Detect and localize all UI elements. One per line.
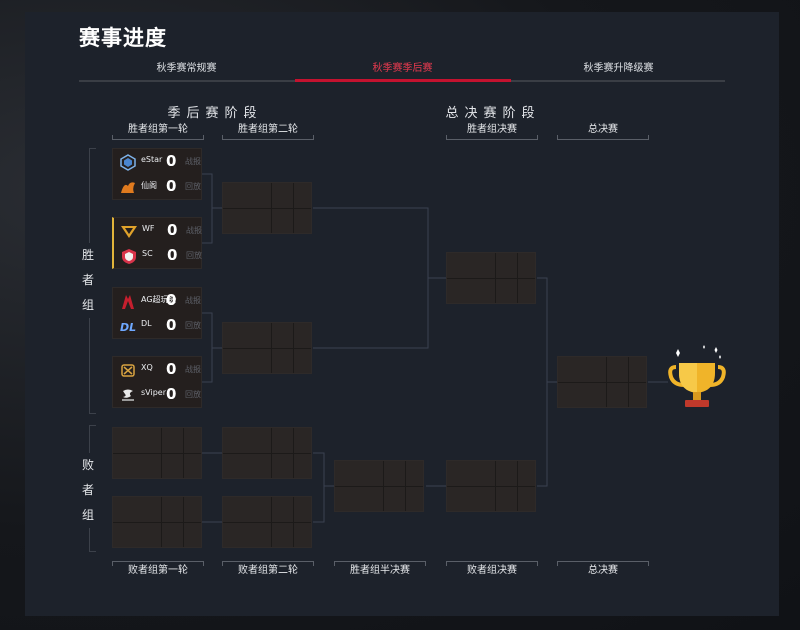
sviper-logo bbox=[122, 389, 134, 401]
col-header-grand-final-top: 总决赛 bbox=[557, 123, 649, 140]
team-score: 0 bbox=[166, 291, 177, 309]
match-slot-losers-final[interactable] bbox=[446, 460, 536, 512]
group-label-winners-text: 胜者组 bbox=[81, 248, 94, 312]
match-card-4[interactable]: XQ 0 战报 sViper 0 回放 bbox=[112, 356, 202, 408]
team-name: eStar bbox=[141, 155, 163, 164]
report-link[interactable]: 战报 bbox=[185, 296, 201, 305]
team-row: eStar 0 战报 bbox=[113, 150, 203, 175]
team-row: SC 0 回放 bbox=[114, 244, 204, 269]
col-header-winners-semi: 胜者组半决赛 bbox=[334, 561, 426, 578]
team-row: DL DL 0 回放 bbox=[113, 314, 203, 339]
replay-link[interactable]: 回放 bbox=[185, 390, 201, 399]
team-name: WF bbox=[142, 224, 155, 233]
team-row: sViper 0 回放 bbox=[113, 383, 203, 408]
tab-regular-season[interactable]: 秋季赛常规赛 bbox=[156, 63, 217, 74]
replay-link[interactable]: 回放 bbox=[186, 251, 202, 260]
match-slot-winners-r2-2[interactable] bbox=[222, 322, 312, 374]
match-slot-winners-final[interactable] bbox=[446, 252, 536, 304]
connector-w3 bbox=[313, 207, 446, 349]
col-header-losers-final: 败者组决赛 bbox=[446, 561, 538, 578]
connector-l2 bbox=[313, 452, 334, 523]
team-score: 0 bbox=[166, 152, 177, 170]
tab-promotion[interactable]: 秋季赛升降级赛 bbox=[583, 63, 654, 74]
report-link[interactable]: 战报 bbox=[185, 365, 201, 374]
wf-logo bbox=[121, 226, 137, 238]
team-name: SC bbox=[142, 249, 153, 258]
connector-final bbox=[537, 277, 557, 487]
trophy-icon bbox=[668, 345, 726, 407]
xiange-logo bbox=[121, 182, 135, 193]
team-score: 0 bbox=[166, 316, 177, 334]
col-header-grand-final-bottom: 总决赛 bbox=[557, 561, 649, 578]
report-link[interactable]: 战报 bbox=[186, 226, 202, 235]
ag-logo bbox=[122, 295, 134, 309]
team-score: 0 bbox=[167, 221, 178, 239]
team-row: 仙阁 0 回放 bbox=[113, 175, 203, 200]
col-header-winners-r1: 胜者组第一轮 bbox=[112, 123, 204, 140]
replay-link[interactable]: 回放 bbox=[185, 182, 201, 191]
col-header-winners-r2: 胜者组第二轮 bbox=[222, 123, 314, 140]
group-label-losers: 败者组 bbox=[81, 453, 95, 528]
team-row: WF 0 战报 bbox=[114, 219, 204, 244]
team-name: AG超玩会 bbox=[141, 295, 177, 304]
match-card-3[interactable]: AG超玩会 0 战报 DL DL 0 回放 bbox=[112, 287, 202, 339]
match-card-2[interactable]: WF 0 战报 SC 0 回放 bbox=[112, 217, 202, 269]
connector-l1 bbox=[202, 452, 222, 523]
team-name: DL bbox=[141, 319, 152, 328]
tab-playoffs[interactable]: 秋季赛季后赛 bbox=[372, 63, 433, 74]
match-slot-losers-r1-2[interactable] bbox=[112, 496, 202, 548]
col-header-losers-r2: 败者组第二轮 bbox=[222, 561, 314, 578]
svg-text:DL: DL bbox=[120, 321, 136, 334]
col-header-winners-final: 胜者组决赛 bbox=[446, 123, 538, 140]
group-label-winners: 胜者组 bbox=[81, 243, 95, 318]
match-slot-losers-r2-2[interactable] bbox=[222, 496, 312, 548]
match-slot-winners-semi[interactable] bbox=[334, 460, 424, 512]
team-row: AG超玩会 0 战报 bbox=[113, 289, 203, 314]
team-name: XQ bbox=[141, 363, 153, 372]
estar-logo bbox=[120, 154, 136, 171]
team-score: 0 bbox=[166, 360, 177, 378]
match-slot-losers-r2-1[interactable] bbox=[222, 427, 312, 479]
tab-active-indicator bbox=[295, 79, 511, 82]
page-title: 赛事进度 bbox=[79, 26, 167, 50]
dl-logo: DL bbox=[120, 321, 136, 334]
match-card-1[interactable]: eStar 0 战报 仙阁 0 回放 bbox=[112, 148, 202, 200]
stage-tabs: 秋季赛常规赛 秋季赛季后赛 秋季赛升降级赛 bbox=[79, 60, 725, 82]
team-score: 0 bbox=[166, 177, 177, 195]
sc-logo bbox=[122, 249, 136, 264]
team-name: 仙阁 bbox=[141, 181, 157, 190]
stage-label-playoffs: 季后赛阶段 bbox=[167, 106, 263, 121]
report-link[interactable]: 战报 bbox=[185, 157, 201, 166]
group-label-losers-text: 败者组 bbox=[81, 458, 94, 522]
team-row: XQ 0 战报 bbox=[113, 358, 203, 383]
team-name: sViper bbox=[141, 388, 166, 397]
xq-logo bbox=[121, 364, 135, 377]
stage-label-finals: 总决赛阶段 bbox=[445, 106, 541, 121]
col-header-losers-r1: 败者组第一轮 bbox=[112, 561, 204, 578]
match-slot-grand-final[interactable] bbox=[557, 356, 647, 408]
replay-link[interactable]: 回放 bbox=[185, 321, 201, 330]
match-slot-winners-r2-1[interactable] bbox=[222, 182, 312, 234]
match-slot-losers-r1-1[interactable] bbox=[112, 427, 202, 479]
connector-w2 bbox=[202, 312, 222, 383]
connector-w1 bbox=[202, 173, 222, 244]
team-score: 0 bbox=[166, 385, 177, 403]
team-score: 0 bbox=[167, 246, 178, 264]
